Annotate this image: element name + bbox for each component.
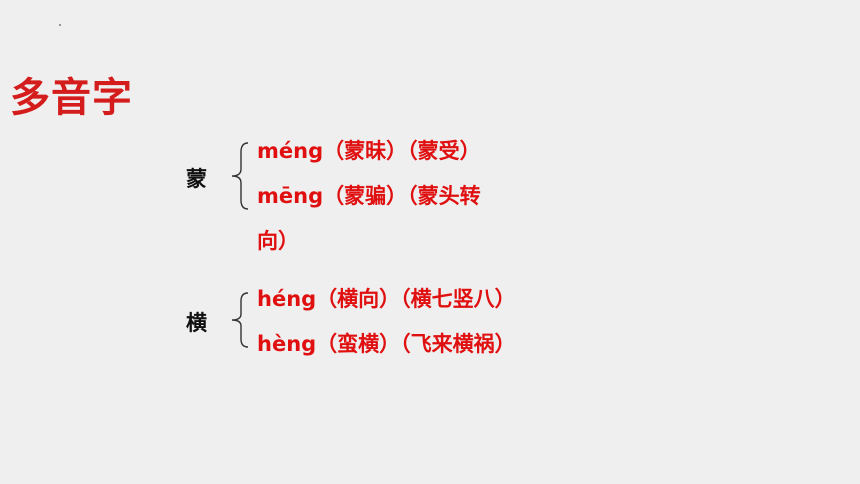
- character-label: 横: [186, 311, 207, 335]
- character-label: 蒙: [186, 167, 207, 191]
- curly-brace-icon: [231, 292, 249, 348]
- curly-brace-icon: [231, 142, 249, 210]
- reading-line: 向）: [257, 229, 299, 253]
- reading-line: mēng（蒙骗）（蒙头转: [257, 184, 481, 208]
- decorative-dot: [59, 24, 61, 26]
- reading-line: méng（蒙昧）（蒙受）: [257, 139, 481, 163]
- page-title: 多音字: [10, 75, 133, 121]
- reading-line: hèng（蛮横）（飞来横祸）: [257, 332, 516, 356]
- reading-line: héng（横向）（横七竖八）: [257, 287, 516, 311]
